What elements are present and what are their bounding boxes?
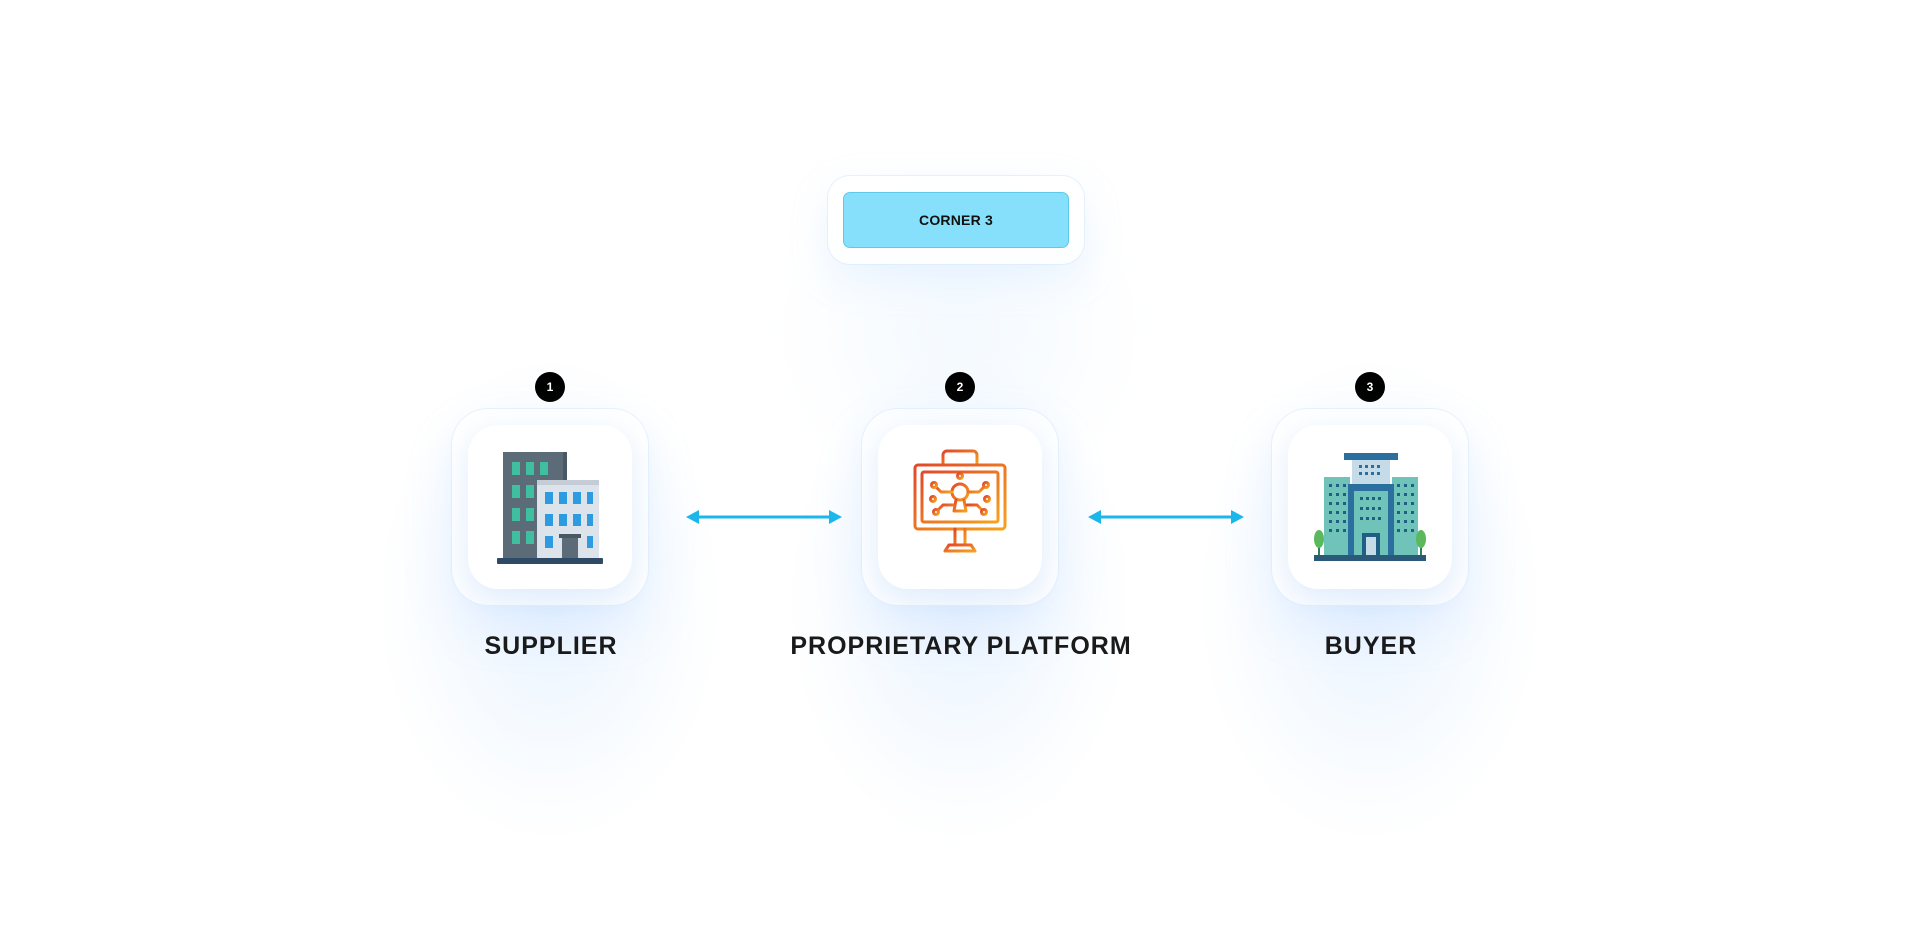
bidirectional-arrow-supplier-platform (686, 510, 842, 524)
office-building-icon (497, 452, 603, 564)
buyer-card (1288, 425, 1452, 589)
platform-card (878, 425, 1042, 589)
monitor-circuit-lock-icon (913, 449, 1007, 553)
platform-label: PROPRIETARY PLATFORM (790, 632, 1132, 660)
step-badge-2: 2 (945, 372, 975, 402)
corner-header-box: CORNER 3 (843, 192, 1069, 248)
corporate-tower-icon (1314, 453, 1426, 561)
bidirectional-arrow-platform-buyer (1088, 510, 1244, 524)
supplier-label: SUPPLIER (484, 632, 618, 660)
buyer-label: BUYER (1324, 632, 1418, 660)
supplier-card (468, 425, 632, 589)
step-badge-3: 3 (1355, 372, 1385, 402)
step-badge-1: 1 (535, 372, 565, 402)
